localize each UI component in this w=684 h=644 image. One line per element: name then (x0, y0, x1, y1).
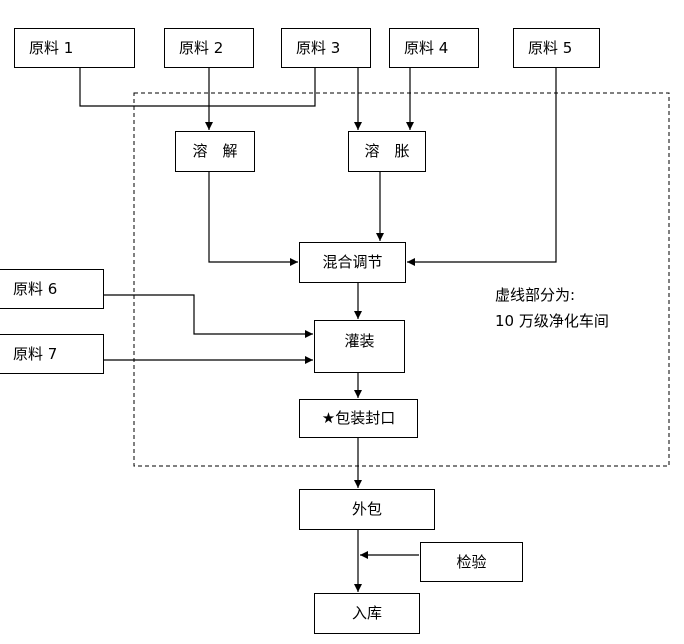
material-1-label: 原料 1 (29, 38, 74, 57)
pack-seal-label: ★包装封口 (321, 409, 396, 427)
cleanroom-note: 虚线部分为: 10 万级净化车间 (495, 282, 609, 334)
cleanroom-boundary (133, 92, 670, 467)
outer-pack-label: 外包 (351, 500, 382, 518)
pack-seal-box: ★包装封口 (299, 399, 418, 438)
material-5-box: 原料 5 (513, 28, 600, 68)
outer-pack-box: 外包 (299, 489, 435, 530)
material-5-label: 原料 5 (528, 38, 573, 57)
material-6-label: 原料 6 (13, 279, 58, 298)
filling-box: 灌装 (314, 320, 405, 373)
cleanroom-note-line1: 虚线部分为: (495, 286, 576, 304)
material-3-box: 原料 3 (281, 28, 371, 68)
material-4-label: 原料 4 (404, 38, 449, 57)
material-7-box: 原料 7 (0, 334, 104, 374)
dissolve-label: 溶 解 (192, 142, 238, 160)
dissolve-box: 溶 解 (175, 131, 255, 172)
inspection-label: 检验 (456, 552, 487, 571)
material-1-box: 原料 1 (14, 28, 135, 68)
filling-label: 灌装 (344, 332, 375, 350)
connector-dissolve-mix (208, 172, 298, 266)
material-7-label: 原料 7 (13, 344, 58, 363)
material-3-label: 原料 3 (296, 38, 341, 57)
mix-adjust-label: 混合调节 (322, 253, 383, 271)
material-6-box: 原料 6 (0, 269, 104, 309)
material-2-box: 原料 2 (164, 28, 254, 68)
connector-m5-mix (407, 68, 557, 266)
warehouse-label: 入库 (351, 604, 382, 622)
material-2-label: 原料 2 (179, 38, 224, 57)
material-4-box: 原料 4 (389, 28, 479, 68)
swell-label: 溶 胀 (364, 142, 410, 160)
mix-adjust-box: 混合调节 (299, 242, 406, 283)
warehouse-box: 入库 (314, 593, 420, 634)
connector-m6-fill (104, 294, 313, 338)
connector-m1-dissolve (79, 68, 316, 107)
inspection-box: 检验 (420, 542, 523, 582)
swell-box: 溶 胀 (348, 131, 426, 172)
cleanroom-note-line2: 10 万级净化车间 (495, 312, 609, 330)
